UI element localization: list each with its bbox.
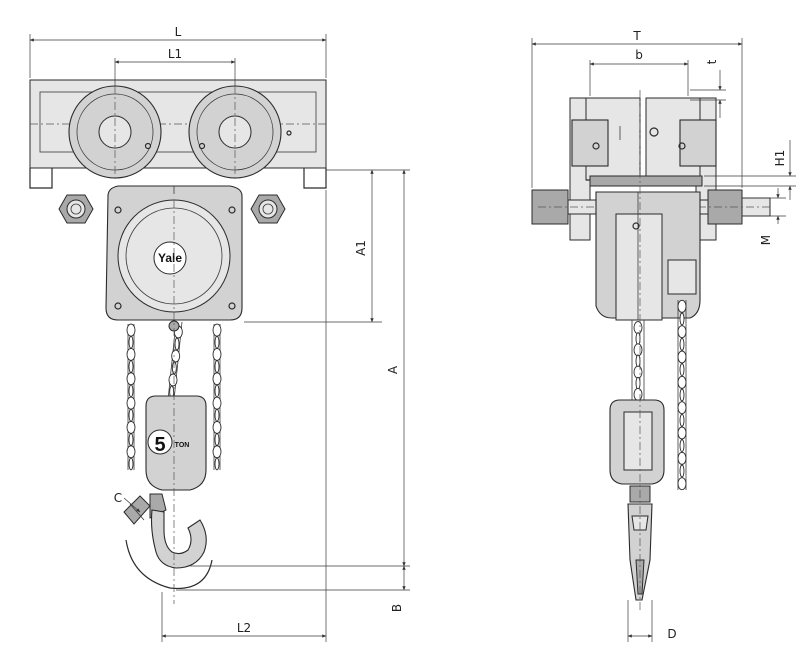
- chain-link: [126, 396, 136, 410]
- side-bottom-block: [609, 399, 665, 503]
- chain-links: [126, 323, 222, 471]
- chain-link: [174, 337, 180, 351]
- chain-link: [128, 335, 134, 349]
- chain-link: [168, 373, 178, 387]
- label-L1: L1: [168, 47, 182, 61]
- chain-link: [679, 363, 685, 377]
- chain-link: [677, 477, 687, 491]
- label-M: M: [759, 235, 773, 245]
- chain-link: [126, 445, 136, 459]
- chain-link: [633, 387, 643, 401]
- chain-link: [679, 312, 685, 326]
- label-C: C: [114, 491, 122, 505]
- chain-link: [677, 375, 687, 389]
- chain-link: [212, 420, 222, 434]
- chain-link: [633, 365, 643, 379]
- label-B: B: [390, 604, 404, 612]
- chain-link: [214, 457, 220, 471]
- load-hook: [123, 493, 213, 590]
- side-load-chain: [631, 320, 645, 404]
- label-L2: L2: [237, 621, 251, 635]
- bottom-block: 5 TON: [145, 395, 207, 491]
- chain-link: [212, 323, 222, 337]
- chain-link: [677, 350, 687, 364]
- hex-nut-right: [250, 194, 286, 224]
- chain-link: [214, 335, 220, 349]
- dimension-b: b: [589, 48, 689, 96]
- trolley-wheel-right: [188, 85, 282, 179]
- label-t: t: [705, 59, 719, 64]
- chain-link: [128, 433, 134, 447]
- dimension-L2: L2: [161, 190, 327, 642]
- chain-link: [677, 401, 687, 415]
- dimension-t: t: [690, 59, 726, 118]
- chain-link: [128, 457, 134, 471]
- chain-link: [171, 349, 181, 363]
- dimension-L1: L1: [114, 47, 236, 86]
- chain-link: [128, 384, 134, 398]
- chain-link: [677, 325, 687, 339]
- side-chain-links: [633, 299, 687, 491]
- chain-link: [679, 413, 685, 427]
- capacity-unit: TON: [175, 442, 190, 449]
- label-T: T: [632, 29, 641, 43]
- side-view: T b t H1 M: [531, 29, 796, 642]
- chain-link: [126, 420, 136, 434]
- chain-link: [214, 360, 220, 374]
- chain-link: [679, 464, 685, 478]
- chain-link: [679, 337, 685, 351]
- label-D: D: [667, 627, 676, 641]
- chain-link: [677, 426, 687, 440]
- chain-link: [677, 299, 687, 313]
- chain-link: [679, 388, 685, 402]
- chain-link: [126, 323, 136, 337]
- label-b: b: [635, 48, 643, 62]
- chain-link: [128, 360, 134, 374]
- dimension-H1: H1: [704, 140, 796, 200]
- dimension-A1: A1: [244, 169, 382, 323]
- chain-link: [633, 321, 643, 335]
- chain-right: [213, 324, 221, 470]
- chain-link: [214, 384, 220, 398]
- chain-link: [635, 332, 641, 346]
- label-L: L: [175, 25, 182, 39]
- beam-flange: [589, 175, 703, 187]
- dimension-D: D: [627, 600, 677, 642]
- chain-link: [128, 408, 134, 422]
- chain-link: [635, 376, 641, 390]
- chain-link: [126, 372, 136, 386]
- chain-link: [635, 354, 641, 368]
- chain-left: [127, 324, 135, 470]
- dimension-B: B: [176, 565, 410, 612]
- chain-link: [679, 439, 685, 453]
- chain-link: [633, 343, 643, 357]
- brand-logo: Yale: [158, 251, 182, 265]
- dimension-C: C: [114, 491, 141, 513]
- label-A1: A1: [354, 240, 368, 256]
- chain-link: [212, 347, 222, 361]
- hex-nut-left: [58, 194, 94, 224]
- chain-link: [214, 408, 220, 422]
- front-view: Yale 5 TON: [29, 25, 410, 642]
- chain-link: [212, 396, 222, 410]
- chain-link: [212, 372, 222, 386]
- chain-link: [677, 451, 687, 465]
- chain-link: [126, 347, 136, 361]
- capacity-number: 5: [154, 434, 165, 456]
- dimension-M: M: [742, 188, 786, 245]
- dimension-T: T: [531, 29, 743, 188]
- chain-link: [214, 433, 220, 447]
- label-H1: H1: [773, 150, 787, 167]
- chain-link: [212, 445, 222, 459]
- side-hoist-body: [595, 191, 701, 321]
- dimension-L: L: [29, 25, 327, 78]
- label-A: A: [386, 365, 400, 374]
- dimension-A: A: [190, 169, 410, 567]
- trolley-wheel-left: [68, 85, 162, 179]
